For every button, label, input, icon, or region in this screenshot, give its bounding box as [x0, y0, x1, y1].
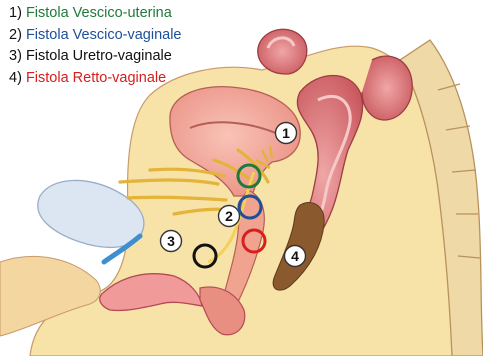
legend-number: 4) — [9, 70, 22, 86]
badge-1-label: 1 — [282, 125, 290, 141]
legend-label: Fistola Vescico-vaginale — [26, 27, 182, 43]
badge-4: 4 — [285, 246, 306, 267]
intestine-loop — [258, 29, 307, 74]
fistula-legend: 1) Fistola Vescico-uterina 2) Fistola Ve… — [9, 3, 182, 89]
badge-3-label: 3 — [167, 233, 175, 249]
badge-3: 3 — [161, 231, 182, 252]
badge-4-label: 4 — [291, 248, 299, 264]
legend-label: Fistola Uretro-vaginale — [26, 48, 172, 64]
legend-label: Fistola Vescico-uterina — [26, 5, 172, 21]
legend-label: Fistola Retto-vaginale — [26, 70, 166, 86]
badge-2-label: 2 — [225, 208, 233, 224]
legend-number: 1) — [9, 5, 22, 21]
badge-1: 1 — [276, 123, 297, 144]
legend-number: 3) — [9, 48, 22, 64]
legend-item: 3) Fistola Uretro-vaginale — [9, 46, 182, 68]
legend-number: 2) — [9, 27, 22, 43]
badge-2: 2 — [219, 206, 240, 227]
legend-item: 1) Fistola Vescico-uterina — [9, 3, 182, 25]
legend-item: 2) Fistola Vescico-vaginale — [9, 25, 182, 47]
legend-item: 4) Fistola Retto-vaginale — [9, 68, 182, 90]
